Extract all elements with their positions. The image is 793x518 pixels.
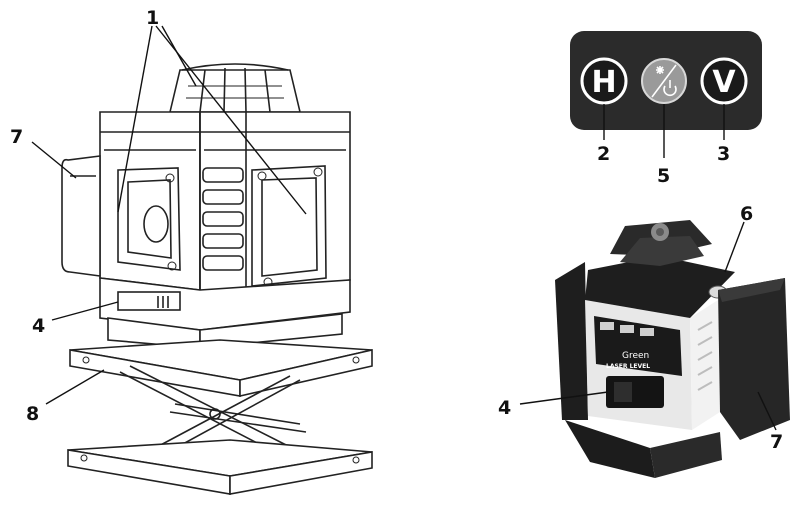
callout-4-left: 4 [32, 315, 45, 337]
lower-base [99, 277, 351, 349]
base-foot [565, 420, 655, 478]
callout-1-leader-b [155, 25, 307, 215]
line-drawing: 1 7 4 8 [10, 7, 373, 495]
callout-1-leader-c [161, 25, 197, 87]
callout-7-leader-left [31, 141, 77, 179]
power-button[interactable] [641, 58, 687, 104]
h-button-label: H [591, 65, 616, 100]
callout-6: 6 [740, 203, 753, 225]
brand-line1: Green [622, 351, 649, 361]
laser-power-icon [651, 64, 677, 98]
callout-5: 5 [657, 165, 670, 187]
callout-7-right: 7 [770, 431, 783, 453]
control-panel: H V 2 5 3 [570, 31, 762, 187]
callout-8-leader [45, 369, 105, 405]
battery-pack [718, 278, 790, 440]
left-side-shell [555, 262, 588, 420]
v-button-label: V [712, 65, 736, 100]
callout-3: 3 [717, 143, 730, 165]
v-button[interactable]: V [700, 57, 748, 105]
h-button[interactable]: H [580, 57, 628, 105]
main-housing [99, 111, 351, 297]
callout-7-left: 7 [10, 126, 23, 148]
callout-4-right: 4 [498, 397, 511, 419]
callout-8: 8 [26, 403, 39, 425]
brand-line2: LASER LEVEL [606, 363, 650, 370]
product-photo: Green LASER LEVEL 6 4 7 [498, 203, 790, 478]
callout-4-leader-left [51, 301, 119, 321]
battery-pack-drawing [61, 155, 101, 277]
top-head [585, 256, 735, 318]
callout-1-leader-a [117, 25, 153, 213]
callout-2: 2 [597, 143, 610, 165]
top-dome [168, 63, 302, 113]
lift-stand-drawing [67, 339, 373, 495]
callout-1: 1 [146, 7, 159, 29]
